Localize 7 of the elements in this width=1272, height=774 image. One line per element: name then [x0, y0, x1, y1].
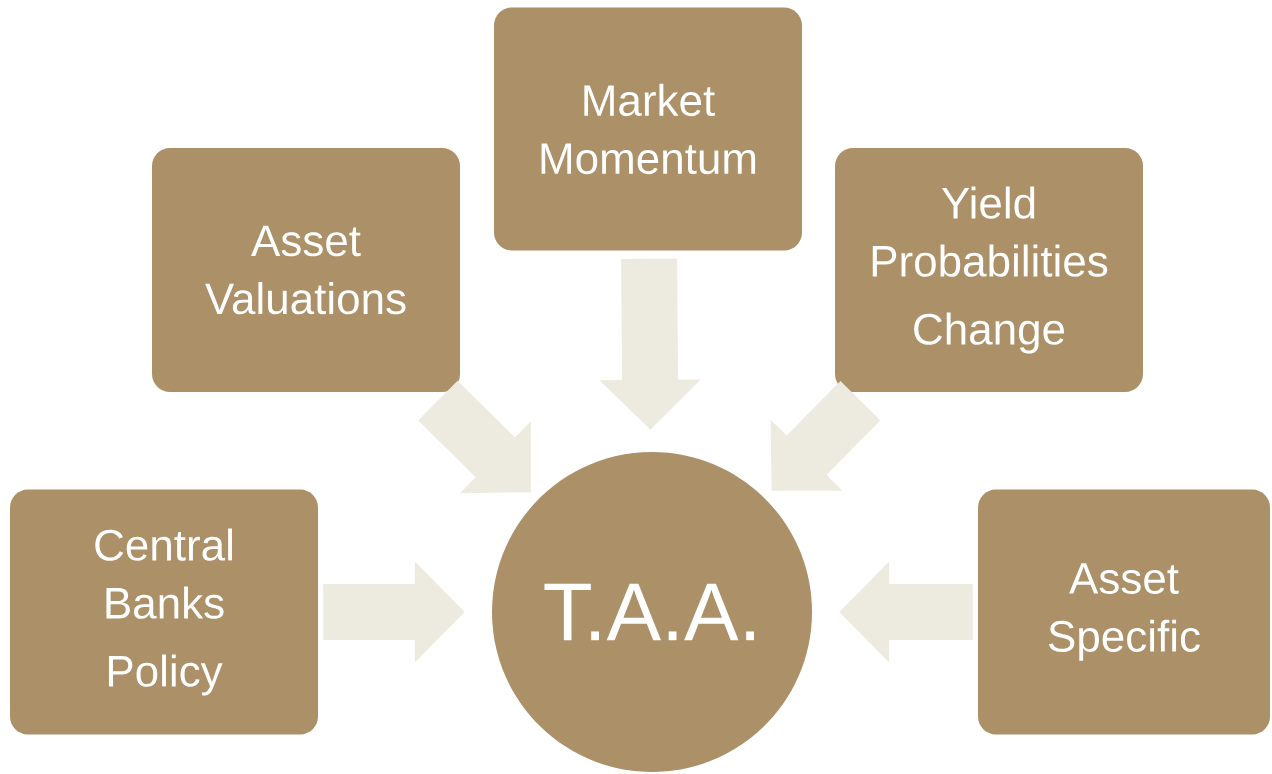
factor-box: Asset Valuations	[152, 148, 460, 392]
factor-box: Asset Specific	[978, 489, 1270, 735]
block-arrow	[770, 381, 881, 491]
factor-box: Market Momentum	[494, 7, 802, 251]
factor-box: Yield Probabilities Change	[835, 148, 1143, 392]
block-arrow	[418, 380, 531, 494]
factor-box: Central Banks Policy	[10, 489, 318, 735]
